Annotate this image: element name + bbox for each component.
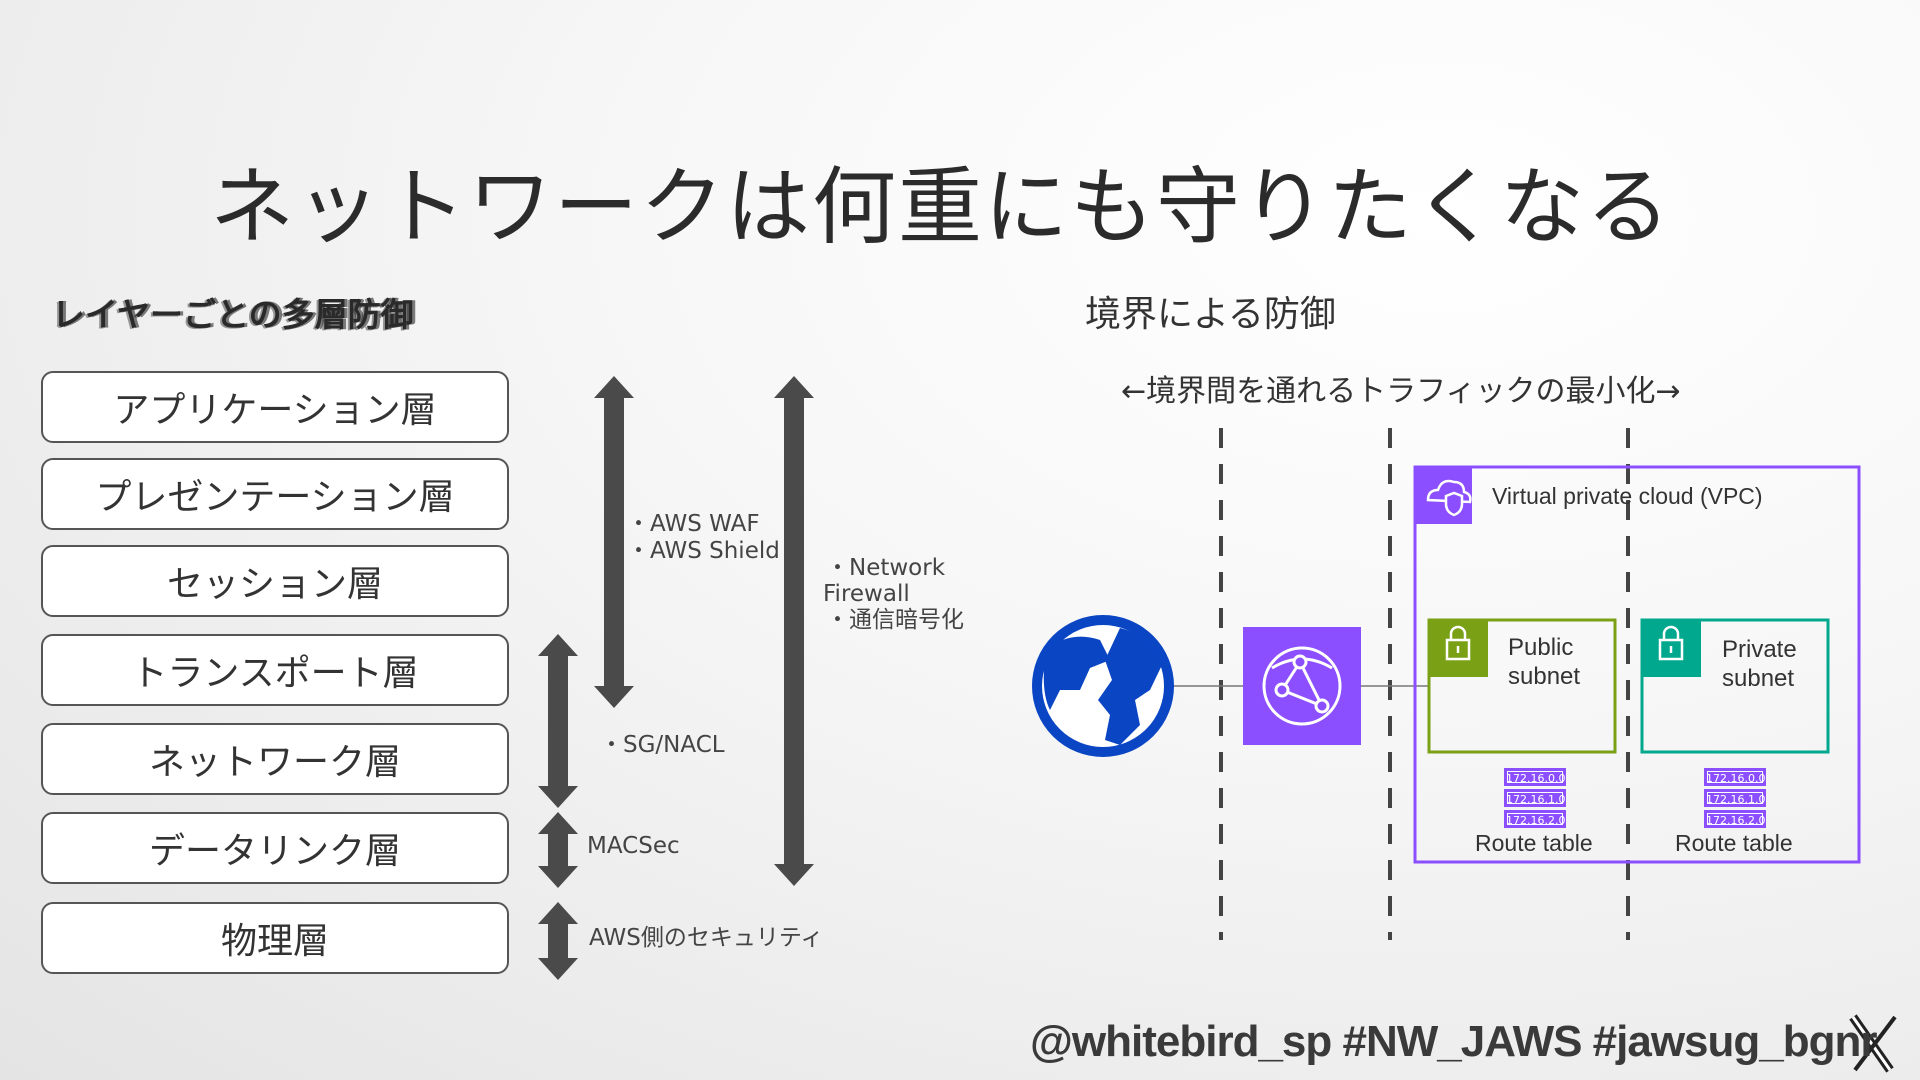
x-logo-icon [1849, 1014, 1897, 1073]
layer-physical: 物理層 [41, 902, 509, 974]
vpc-label: Virtual private cloud (VPC) [1492, 483, 1763, 509]
left-heading: レイヤーごとの多層防御 [52, 295, 414, 334]
route-table-label-public: Route table [1475, 830, 1593, 856]
route-entry-private-2: 172.16.1.0 [1704, 789, 1766, 807]
route-entry-public-1: 172.16.0.0 [1504, 768, 1566, 786]
public-subnet-label-1: Public [1508, 634, 1574, 661]
public-subnet-box [1427, 618, 1617, 754]
double-arrow-macsec [538, 812, 578, 888]
label-network-firewall-2: Firewall [823, 581, 910, 607]
slide-title: ネットワークは何重にも守りたくなる [210, 158, 1673, 256]
layer-network: ネットワーク層 [41, 723, 509, 795]
label-aws-waf: ・AWS WAF [627, 511, 760, 537]
private-subnet-label-1: Private [1722, 636, 1797, 663]
right-heading: 境界による防御 [1085, 294, 1336, 335]
label-aws-side-security: AWS側のセキュリティ [589, 925, 824, 951]
layer-datalink: データリンク層 [41, 812, 509, 884]
double-arrow-sg-nacl [538, 634, 578, 808]
private-subnet-label-2: subnet [1722, 665, 1795, 692]
route-entry-private-3: 172.16.2.0 [1704, 810, 1766, 828]
layer-application: アプリケーション層 [41, 371, 509, 443]
double-arrow-network-firewall [774, 376, 814, 886]
twitter-handle-hashtags: @whitebird_sp #NW_JAWS #jawsug_bgnr [1030, 1017, 1878, 1066]
cloudfront-icon [1243, 627, 1361, 745]
label-encryption: ・通信暗号化 [826, 607, 964, 633]
route-entry-public-2: 172.16.1.0 [1504, 789, 1566, 807]
layer-transport: トランスポート層 [41, 634, 509, 706]
layer-presentation: プレゼンテーション層 [41, 458, 509, 530]
label-network-firewall: ・Network [826, 555, 946, 581]
layer-session: セッション層 [41, 545, 509, 617]
label-aws-shield: ・AWS Shield [627, 538, 780, 564]
public-subnet-label-2: subnet [1508, 663, 1581, 690]
double-arrow-waf [594, 376, 634, 708]
route-entry-public-3: 172.16.2.0 [1504, 810, 1566, 828]
double-arrow-physical [538, 902, 578, 980]
private-subnet-box [1640, 618, 1830, 754]
route-entry-private-1: 172.16.0.0 [1704, 768, 1766, 786]
boundary-caption: ←境界間を通れるトラフィックの最小化→ [1121, 374, 1681, 409]
vpc-group [1413, 465, 1861, 864]
label-sg-nacl: ・SG/NACL [600, 732, 725, 758]
route-table-label-private: Route table [1675, 830, 1793, 856]
label-macsec: MACSec [587, 833, 680, 859]
internet-globe-icon [1032, 615, 1174, 757]
